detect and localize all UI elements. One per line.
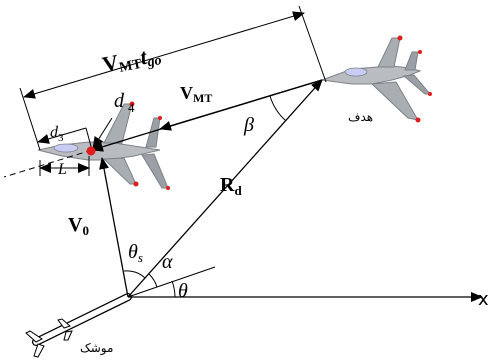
beta-label: β: [243, 114, 254, 136]
missile: [25, 293, 132, 358]
v0-vector-line: [99, 157, 129, 298]
dimension-extension-right: [298, 5, 327, 83]
d3-label: d3: [50, 124, 64, 144]
rd-label: Rd: [220, 174, 242, 198]
beta-angle-arc: [269, 95, 287, 122]
theta-s-label: θs: [128, 241, 143, 265]
vmt-tgo-dimension-line: [23, 11, 305, 99]
target-aircraft: [321, 35, 432, 123]
v0-label: V0: [68, 214, 89, 238]
intercept-aircraft: [37, 101, 170, 190]
d3-extension: [85, 127, 93, 151]
rd-vector-line: [127, 79, 323, 298]
d4-leader-line: [92, 117, 113, 149]
theta-s-angle-arc: [123, 270, 146, 279]
alpha-angle-arc: [148, 273, 158, 288]
vmt-tgo-label: VMTtgo: [100, 41, 163, 79]
theta-angle-arc: [171, 280, 176, 298]
theta-label: θ: [178, 280, 188, 302]
missile-label: موشک: [80, 341, 113, 356]
x-axis-label: x: [478, 289, 489, 310]
d3-dimension-line: [37, 127, 87, 144]
geometry-lines: [3, 5, 483, 302]
dimension-extension-left: [19, 87, 41, 151]
alpha-label: α: [162, 251, 173, 273]
dashed-extension-line: [3, 149, 93, 178]
vmt-label: VMT: [180, 83, 212, 105]
impact-point: [86, 146, 96, 156]
theta-reference-line: [127, 266, 216, 298]
l-label: L: [57, 161, 67, 178]
target-label: هدف: [348, 110, 373, 124]
